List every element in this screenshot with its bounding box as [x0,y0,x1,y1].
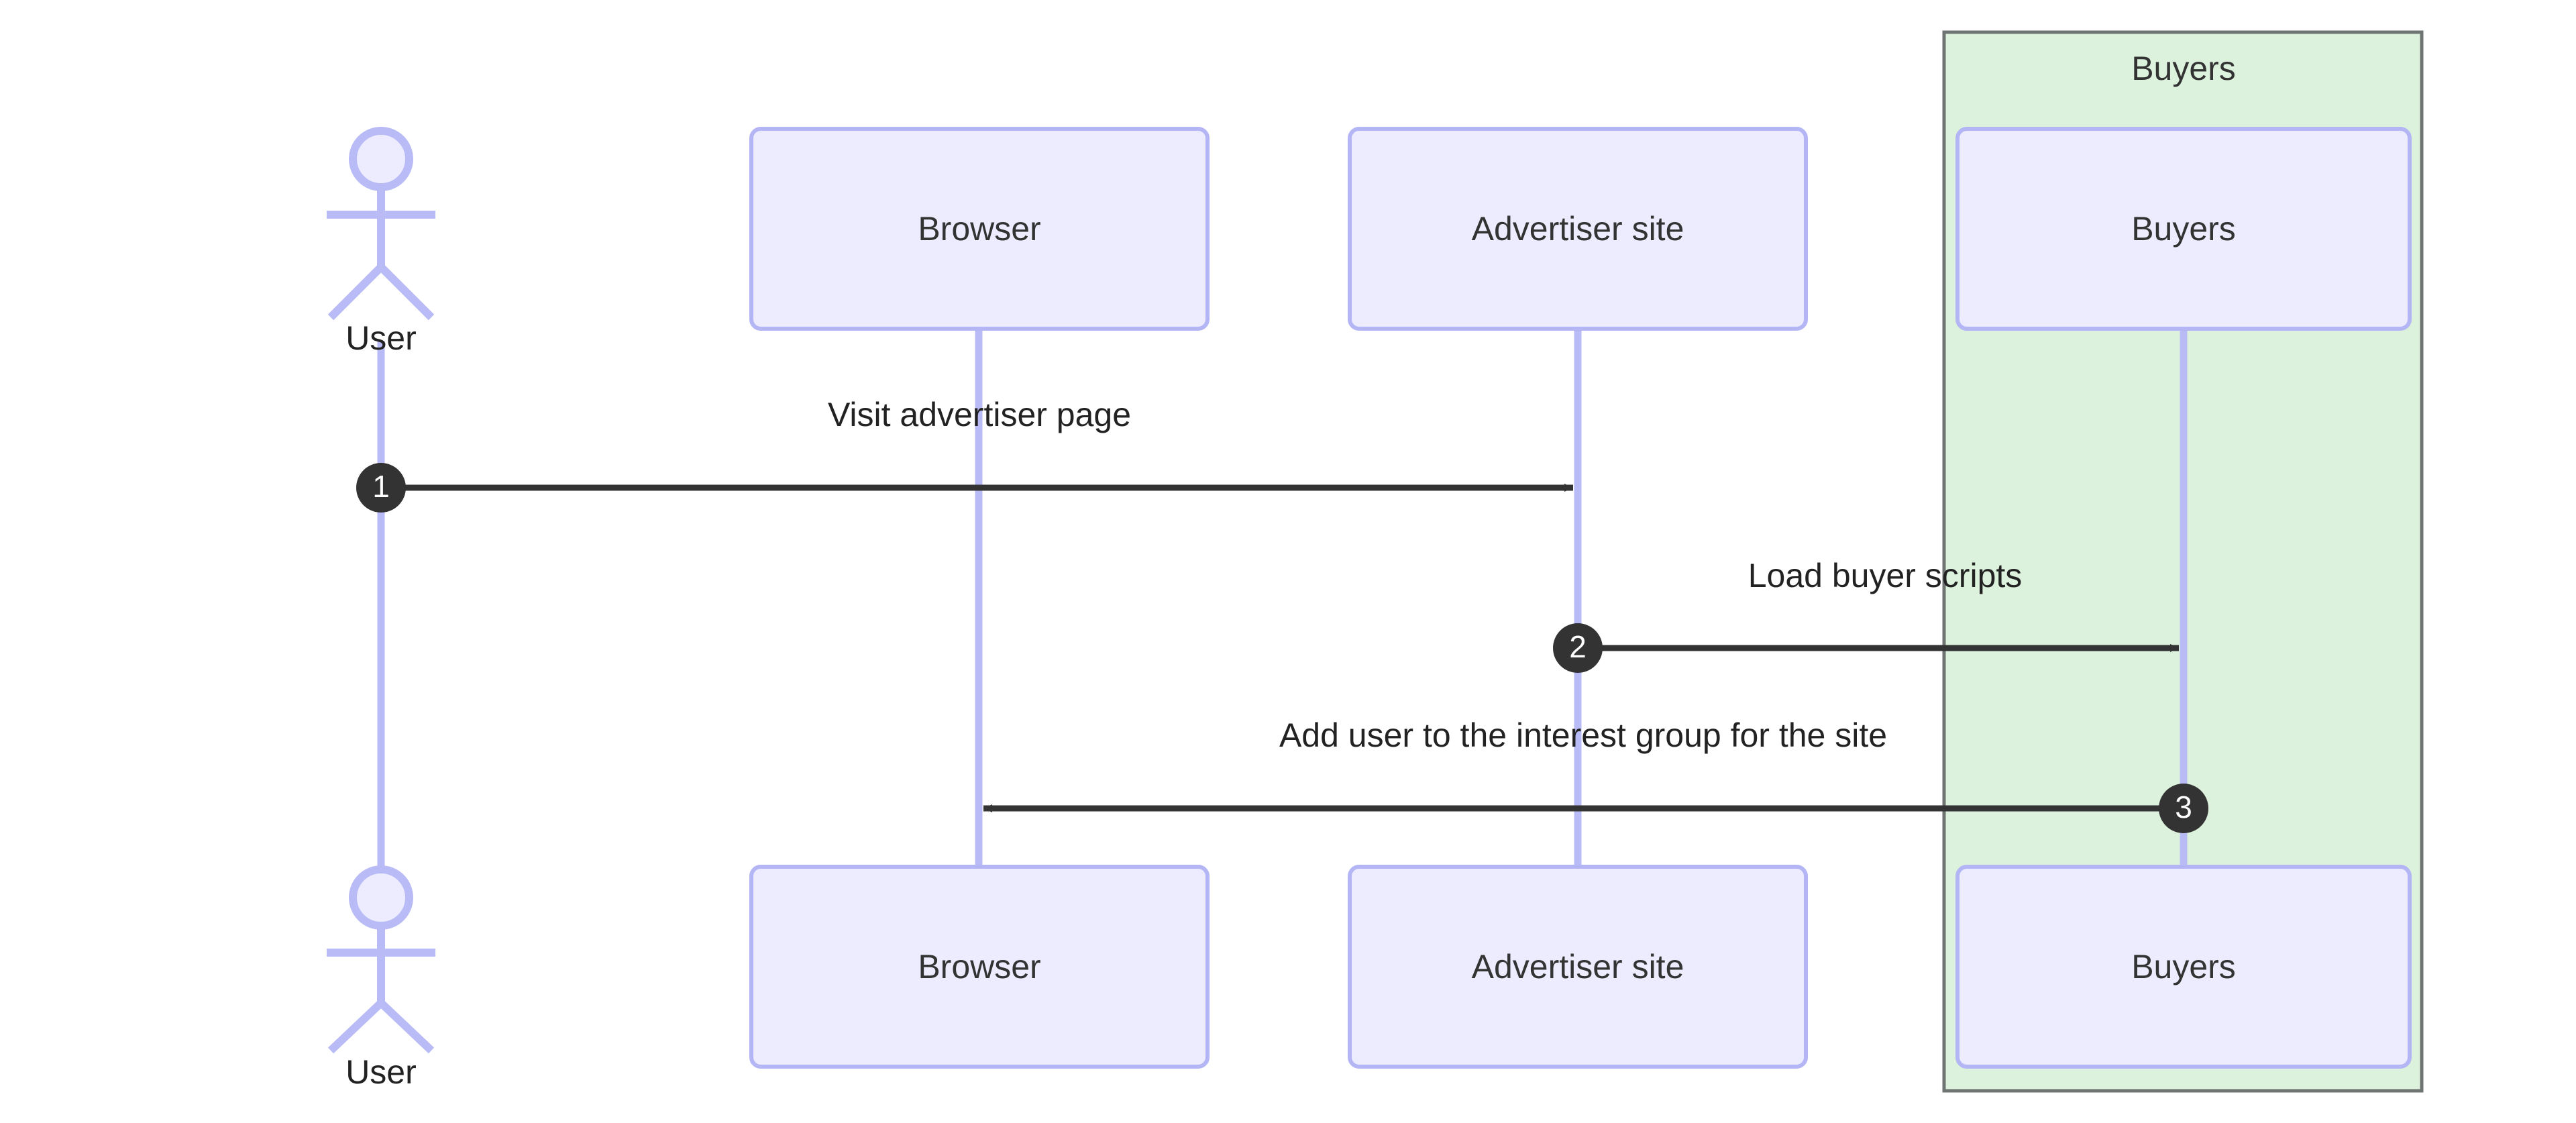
actor-user-top[interactable]: User [327,127,435,357]
participant-box-rect [749,865,1210,1069]
participant-box-rect [1348,865,1808,1069]
sequence-marker-3-label: 3 [2175,790,2192,824]
actor-leg-right-icon [378,264,435,321]
sequence-marker-1-label: 1 [372,469,390,504]
message-label-1: Visit advertiser page [828,396,1131,433]
participant-box-rect [1348,127,1808,331]
message-label-3: Add user to the interest group for the s… [1279,716,1887,754]
actor-label-user-bottom: User [345,1053,417,1091]
participant-label-browser-bottom: Browser [918,948,1040,985]
participant-label-advertiser-bottom: Advertiser site [1472,948,1684,985]
message-3[interactable]: Add user to the interest group for the s… [983,716,2208,833]
participant-label-buyers-top: Buyers [2131,210,2236,248]
actor-head-icon [349,127,413,191]
sequence-marker-1-circle [356,463,406,513]
participant-box-buyers-bottom[interactable]: Buyers [1955,865,2412,1069]
participant-box-rect [749,127,1210,331]
actor-label-user-top: User [345,319,417,357]
participant-box-rect [1955,865,2412,1069]
participant-label-browser-top: Browser [918,210,1040,248]
sequence-marker-2-label: 2 [1569,629,1587,664]
participant-box-advertiser-bottom[interactable]: Advertiser site [1348,865,1808,1069]
sequence-marker-3-circle [2159,784,2208,833]
participant-box-browser-bottom[interactable]: Browser [749,865,1210,1069]
actor-leg-left-icon [327,264,384,321]
group-box-label: Buyers [2131,50,2236,87]
message-2[interactable]: Load buyer scripts 2 [1553,557,2179,673]
participant-box-advertiser-top[interactable]: Advertiser site [1348,127,1808,331]
message-1[interactable]: Visit advertiser page 1 [356,396,1573,513]
actor-head-icon [349,865,413,930]
actor-user-bottom[interactable]: User [327,865,435,1091]
message-label-2: Load buyer scripts [1748,557,2023,594]
lifelines [377,329,2188,872]
actor-leg-left-icon [327,1000,384,1054]
actor-leg-right-icon [378,1000,435,1054]
participant-box-rect [1955,127,2412,331]
sequence-marker-2-circle [1553,623,1603,673]
participant-box-buyers-top[interactable]: Buyers [1955,127,2412,331]
participant-box-browser-top[interactable]: Browser [749,127,1210,331]
participant-label-advertiser-top: Advertiser site [1472,210,1684,248]
participant-label-buyers-bottom: Buyers [2131,948,2236,985]
